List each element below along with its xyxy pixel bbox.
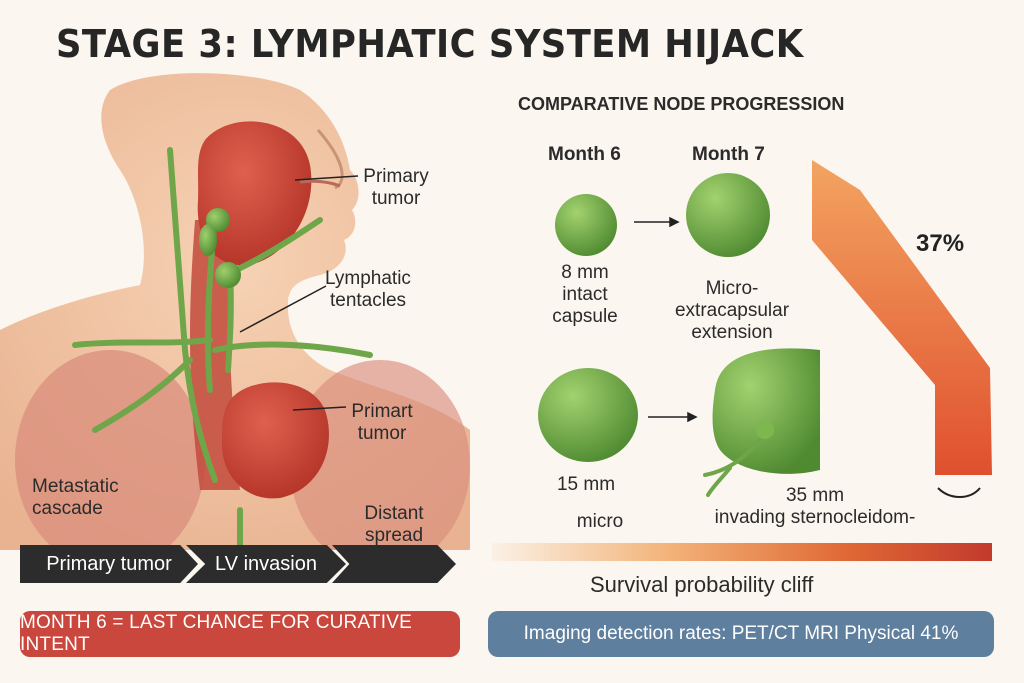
lymph-node xyxy=(215,262,241,288)
timeline-stage-lv-invasion: LV invasion xyxy=(186,545,346,583)
lymphatic-vessels xyxy=(72,147,373,550)
survival-cliff-shape xyxy=(812,160,992,475)
timeline-stage-primary-tumor: Primary tumor xyxy=(20,545,198,583)
timeline-stage-label: Primary tumor xyxy=(46,552,172,575)
node-comparison-graphic xyxy=(538,173,820,497)
arrow-icon xyxy=(634,216,680,228)
node-8mm xyxy=(555,194,617,256)
lymph-node xyxy=(199,224,217,256)
survival-gradient-bar xyxy=(492,543,992,561)
leader-lines xyxy=(239,175,359,411)
node-15mm-desc: micro xyxy=(576,511,624,532)
imaging-detection-banner: Imaging detection rates: PET/CT MRI Phys… xyxy=(488,611,994,657)
node-35mm xyxy=(712,348,820,474)
survival-cliff-graphic xyxy=(812,160,992,498)
primary-tumor xyxy=(197,121,312,266)
survival-label: Survival probability cliff xyxy=(590,572,814,597)
node-15mm xyxy=(538,368,638,462)
month7-heading: Month 7 xyxy=(692,144,765,165)
node-15mm-size: 15 mm xyxy=(556,474,616,495)
curative-intent-banner: MONTH 6 = LAST CHANCE FOR CURATIVE INTEN… xyxy=(20,611,460,657)
timeline-stage-distant-spread xyxy=(332,545,456,583)
cliff-bottom-mark xyxy=(937,487,981,498)
primart-tumor xyxy=(222,382,329,499)
left-lung xyxy=(15,350,205,550)
timeline-stage-label: LV invasion xyxy=(215,552,317,575)
node-micro-extracapsular xyxy=(686,173,770,257)
anatomy-illustration xyxy=(0,73,470,550)
node-tentacle xyxy=(703,430,767,497)
node-35mm-inner xyxy=(756,421,774,439)
arrow-icon xyxy=(648,411,698,423)
month6-heading: Month 6 xyxy=(548,144,621,165)
survival-percent: 37% xyxy=(916,230,965,257)
comparison-title: COMPARATIVE NODE PROGRESSION xyxy=(518,94,845,114)
mouth xyxy=(299,179,341,188)
page-title: STAGE 3: LYMPHATIC SYSTEM HIJACK xyxy=(56,22,804,66)
